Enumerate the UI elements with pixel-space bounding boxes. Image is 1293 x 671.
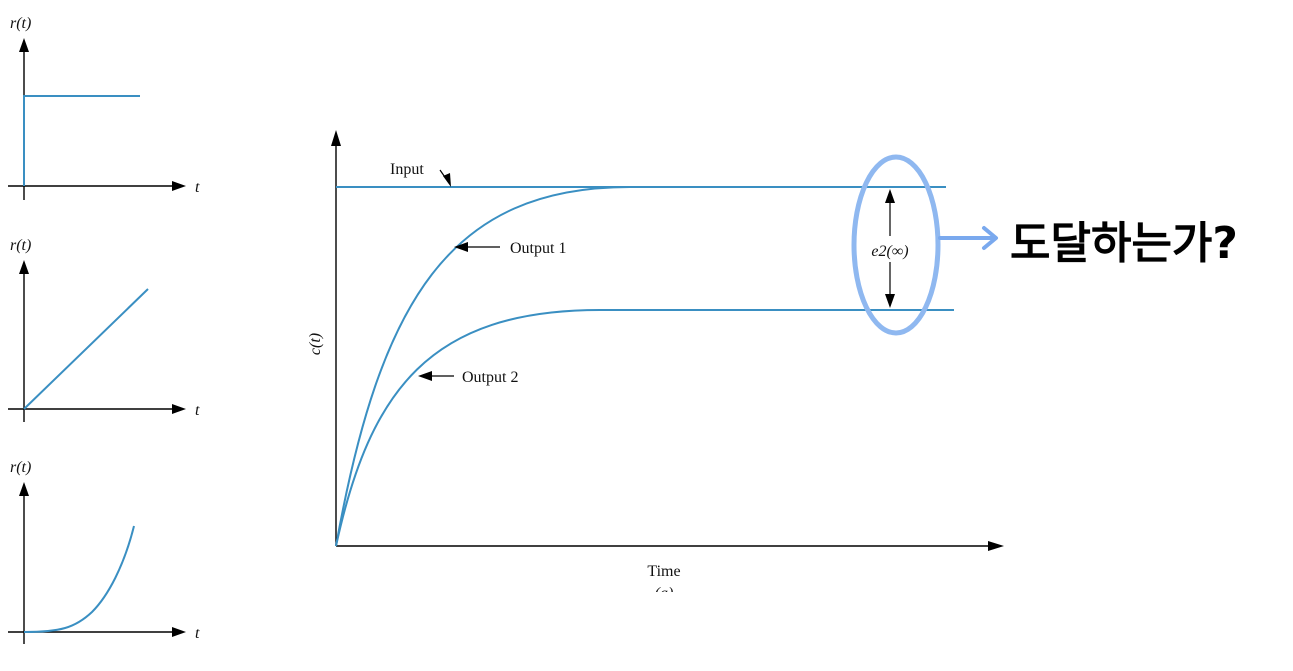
input-pointer-arrow: [443, 173, 451, 187]
panel-step-xlabel: t: [195, 179, 200, 196]
output1-label: Output 1: [510, 240, 566, 257]
left-panels: r(t) t r(t) t r(t) t: [8, 15, 200, 644]
main-xlabel: Time: [647, 563, 680, 580]
panel-ramp-ylabel: r(t): [10, 237, 31, 254]
panel-step-y-arrow: [19, 38, 29, 52]
panel-parabola-xlabel: t: [195, 625, 200, 642]
annotation-text: 도달하는가?: [1010, 218, 1238, 269]
annotation-arrow-head: [982, 226, 998, 250]
caption-crop-mask: [600, 592, 740, 612]
output1-curve: [335, 186, 946, 547]
step-signal-curve: [23, 95, 140, 186]
output2-pointer-arrow: [418, 371, 432, 381]
panel-step-x-arrow: [172, 181, 186, 191]
annotation: 도달하는가?: [851, 154, 1238, 336]
main-y-arrow: [331, 130, 341, 146]
main-plot: c(t) Time (a) Input Output 1 Output 2 e2…: [307, 130, 1004, 612]
main-ylabel: c(t): [307, 333, 324, 355]
panel-parabola: r(t) t: [8, 459, 200, 644]
panel-parabola-x-arrow: [172, 627, 186, 637]
parabola-signal-curve: [23, 525, 135, 633]
error-arrow-bottom: [885, 294, 895, 308]
panel-ramp: r(t) t: [8, 237, 200, 422]
panel-ramp-xlabel: t: [195, 402, 200, 419]
panel-parabola-ylabel: r(t): [10, 459, 31, 476]
output2-label: Output 2: [462, 369, 518, 386]
panel-parabola-y-arrow: [19, 482, 29, 496]
input-label: Input: [390, 161, 424, 178]
ramp-signal-curve: [23, 288, 149, 410]
highlight-ellipse: [851, 154, 941, 336]
error-label-bg: [858, 236, 922, 262]
panel-step: r(t) t: [8, 15, 200, 200]
error-label: e2(∞): [871, 243, 908, 260]
panel-step-ylabel: r(t): [10, 15, 31, 32]
error-arrow-top: [885, 189, 895, 203]
panel-ramp-y-arrow: [19, 260, 29, 274]
main-x-arrow: [988, 541, 1004, 551]
panel-ramp-x-arrow: [172, 404, 186, 414]
output2-curve: [335, 309, 954, 547]
output1-pointer-arrow: [454, 242, 468, 252]
